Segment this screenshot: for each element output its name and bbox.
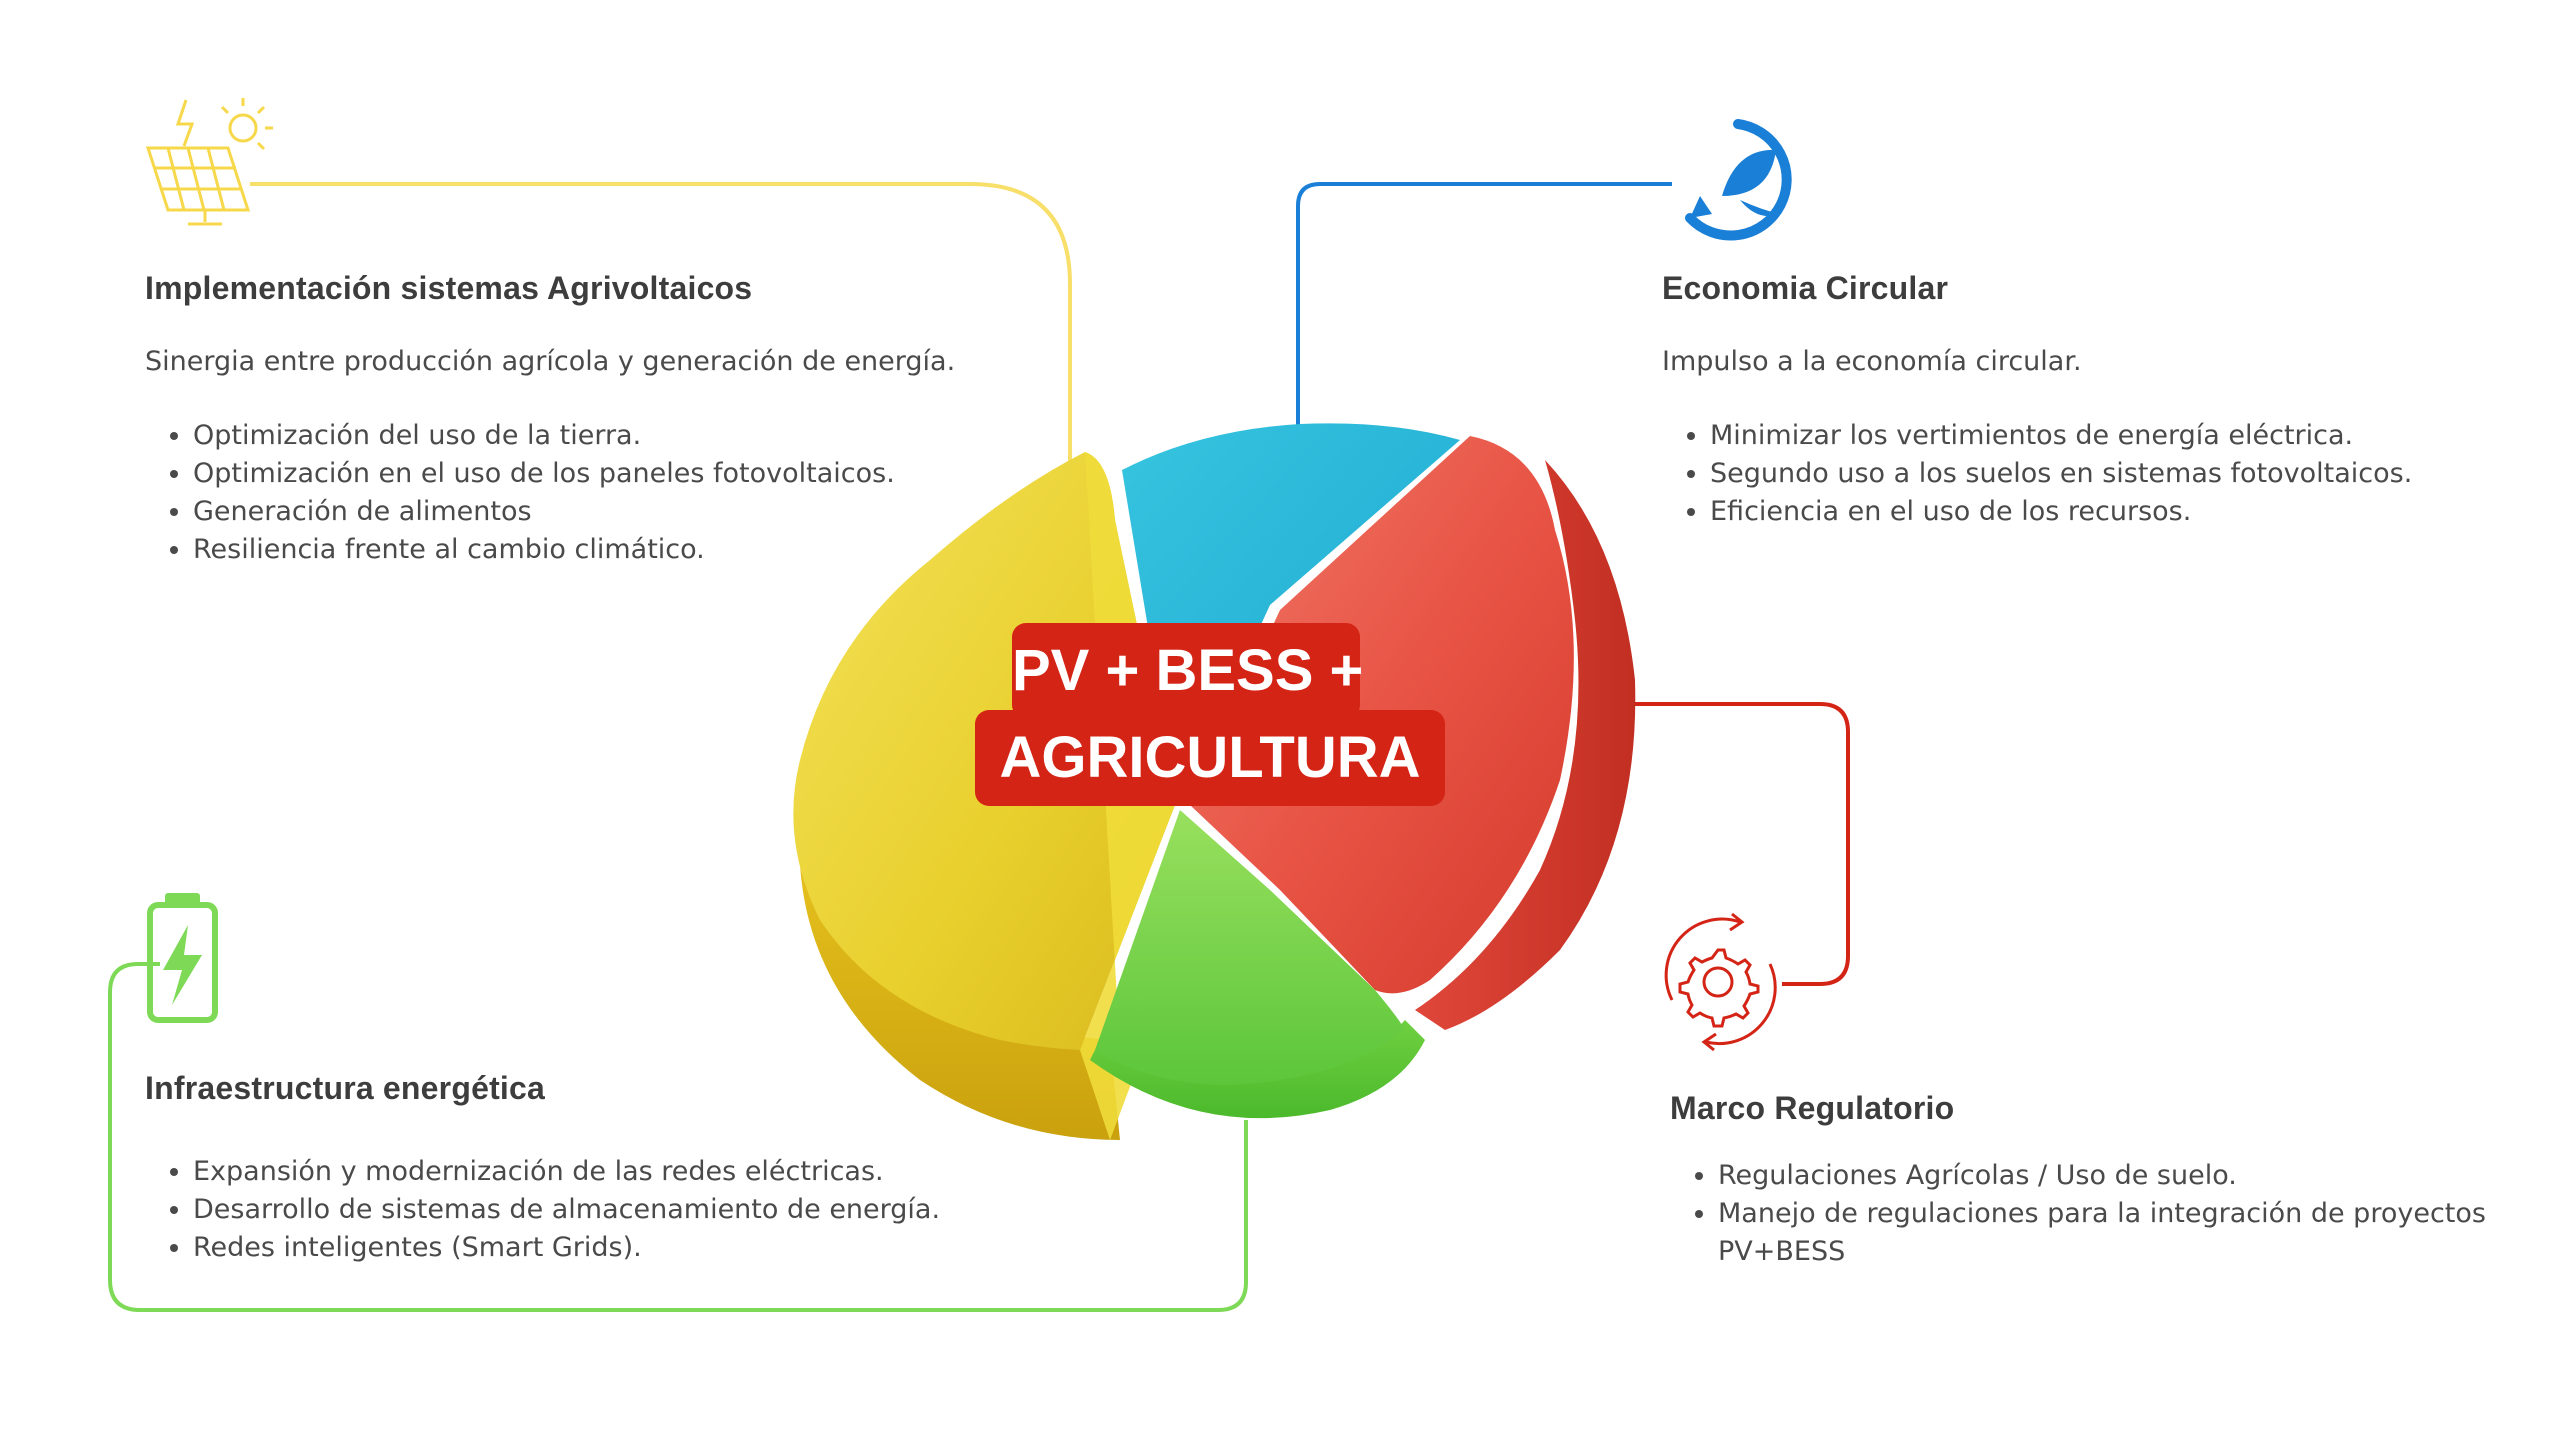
list-item: Redes inteligentes (Smart Grids).	[193, 1229, 1045, 1267]
section-economia-circular: Economia Circular Impulso a la economía …	[1662, 270, 2522, 531]
list-item: Regulaciones Agrícolas / Uso de suelo.	[1718, 1157, 2530, 1195]
section-marco-title: Marco Regulatorio	[1670, 1090, 1955, 1126]
solar-panel-icon	[145, 98, 273, 226]
section-infraestructura: Infraestructura energética Expansión y m…	[145, 1070, 1045, 1267]
section-agri-intro: Sinergia entre producción agrícola y gen…	[145, 346, 956, 377]
section-eco-title: Economia Circular	[1662, 270, 1949, 306]
pie-red-side	[1415, 460, 1636, 1030]
section-marco-list: Regulaciones Agrícolas / Uso de suelo. M…	[1670, 1157, 2530, 1271]
gear-cycle-icon	[1664, 912, 1777, 1052]
list-item: Segundo uso a los suelos en sistemas fot…	[1710, 455, 2522, 493]
connector-agri	[250, 182, 1072, 470]
section-marco-regulatorio: Marco Regulatorio Regulaciones Agrícolas…	[1670, 1090, 2530, 1271]
section-eco-intro: Impulso a la economía circular.	[1662, 346, 2082, 377]
section-infra-list: Expansión y modernización de las redes e…	[145, 1153, 1045, 1267]
list-item: Manejo de regulaciones para la integraci…	[1718, 1195, 2530, 1271]
list-item: Expansión y modernización de las redes e…	[193, 1153, 1045, 1191]
section-infra-title: Infraestructura energética	[145, 1070, 546, 1106]
section-eco-list: Minimizar los vertimientos de energía el…	[1662, 417, 2522, 531]
circular-leaf-icon	[1685, 119, 1792, 241]
connector-eco	[1296, 182, 1672, 430]
list-item: Optimización del uso de la tierra.	[193, 417, 1045, 455]
list-item: Resiliencia frente al cambio climático.	[193, 531, 1045, 569]
section-agrivoltaicos: Implementación sistemas Agrivoltaicos Si…	[145, 270, 1045, 569]
connector-infra	[108, 962, 1248, 1312]
list-item: Minimizar los vertimientos de energía el…	[1710, 417, 2522, 455]
battery-charging-icon	[147, 893, 218, 1023]
pie-green-side	[1090, 1020, 1425, 1119]
section-agri-list: Optimización del uso de la tierra. Optim…	[145, 417, 1045, 569]
section-agri-title: Implementación sistemas Agrivoltaicos	[145, 270, 753, 306]
list-item: Generación de alimentos	[193, 493, 1045, 531]
list-item: Eficiencia en el uso de los recursos.	[1710, 493, 2522, 531]
pie-yellow-side	[799, 820, 1120, 1140]
pie-green	[1095, 810, 1405, 1085]
list-item: Desarrollo de sistemas de almacenamiento…	[193, 1191, 1045, 1229]
connector-marco	[1630, 702, 1850, 986]
list-item: Optimización en el uso de los paneles fo…	[193, 455, 1045, 493]
